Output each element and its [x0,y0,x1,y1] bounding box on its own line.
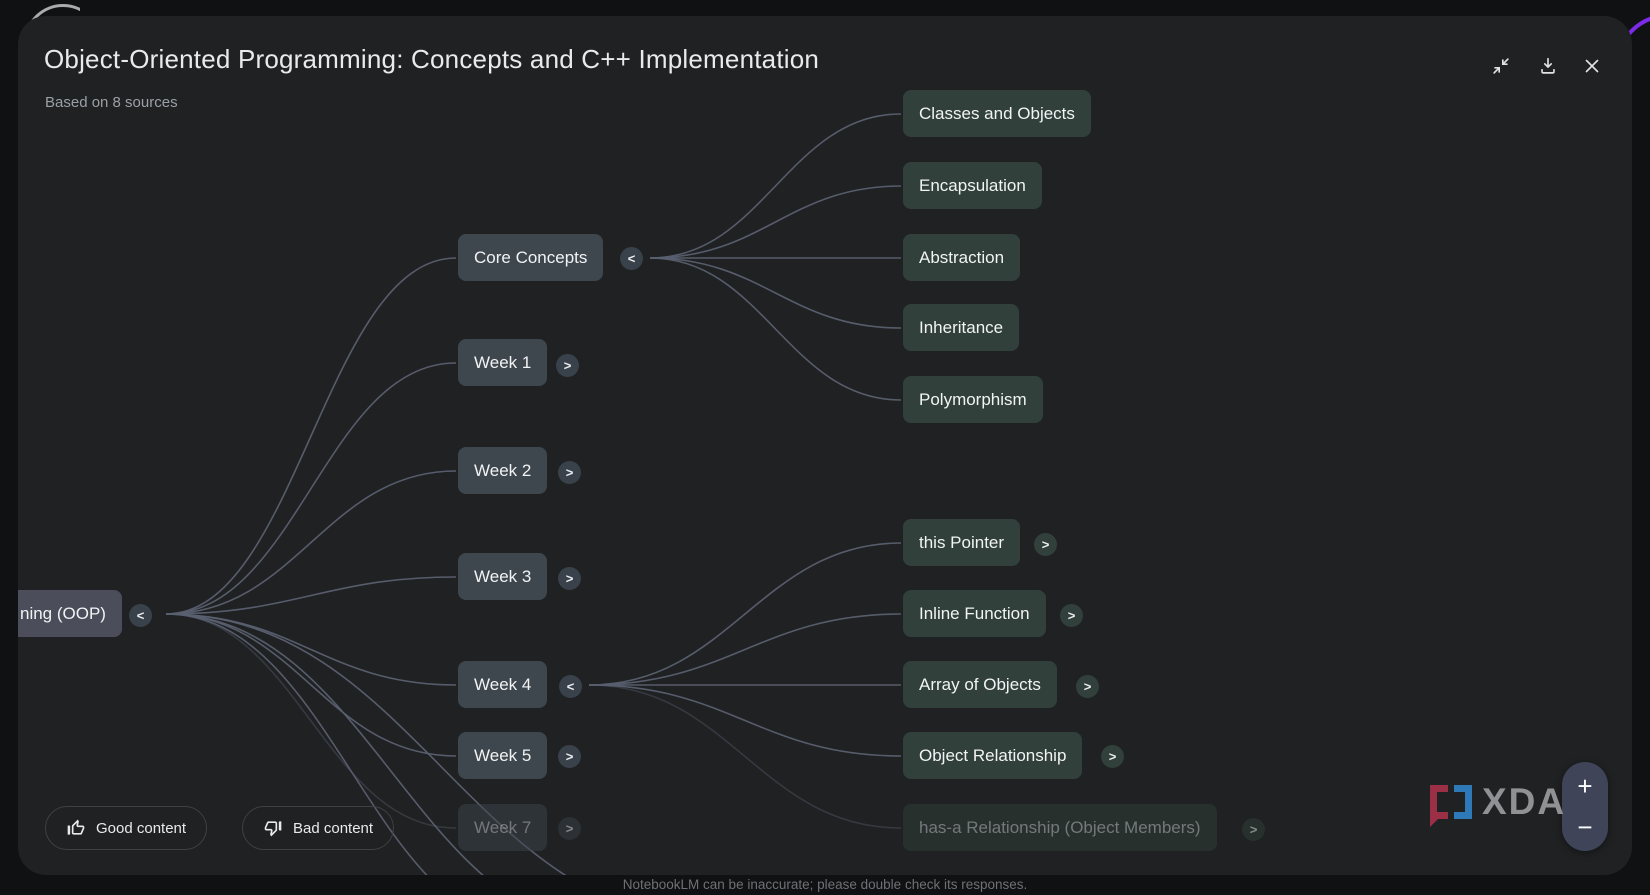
expand-button-week-5[interactable]: > [558,745,581,768]
mindmap-edge [165,613,457,829]
node-week-1[interactable]: Week 1 [458,339,548,386]
node-week-2[interactable]: Week 2 [458,447,548,494]
mindmap-edge [649,113,902,259]
mindmap-edge [165,613,428,875]
collapse-button-core-concepts[interactable]: < [620,247,643,270]
mindmap-edge [649,257,902,401]
good-content-button[interactable]: Good content [45,806,208,850]
exit-fullscreen-button[interactable] [1484,49,1518,83]
mindmap-edge [588,684,902,757]
node-encapsulation[interactable]: Encapsulation [903,162,1042,209]
zoom-in-button[interactable]: + [1577,771,1593,801]
expand-button-object-relationship[interactable]: > [1101,745,1124,768]
exit-fullscreen-icon [1493,58,1509,74]
close-icon [1585,59,1599,73]
node-root-oop[interactable]: ning (OOP) [18,590,122,637]
node-inheritance[interactable]: Inheritance [903,304,1020,351]
node-object-relationship[interactable]: Object Relationship [903,732,1083,779]
node-classes-and-objects[interactable]: Classes and Objects [903,90,1091,137]
node-week-5[interactable]: Week 5 [458,732,548,779]
node-week-7[interactable]: Week 7 [458,804,548,851]
good-content-label: Good content [96,819,187,837]
expand-button-has-a-relationship[interactable]: > [1242,818,1265,841]
thumb-down-icon [264,821,282,837]
mindmap-edge [165,613,457,686]
node-inline-function[interactable]: Inline Function [903,590,1046,637]
expand-button-week-2[interactable]: > [558,461,581,484]
mindmap-edge [165,362,457,615]
expand-button-array-of-objects[interactable]: > [1076,675,1099,698]
download-button[interactable] [1531,49,1565,83]
mindmap-edge [165,470,457,615]
expand-button-week-7[interactable]: > [558,817,581,840]
mindmap-edge [165,613,457,757]
disclaimer-text: NotebookLM can be inaccurate; please dou… [622,877,1028,892]
expand-button-week-3[interactable]: > [558,567,581,590]
bad-content-button[interactable]: Bad content [242,806,395,850]
node-abstraction[interactable]: Abstraction [903,234,1021,281]
mindmap-edge [588,542,902,686]
mindmap-edge [165,257,457,615]
mindmap-edge [165,576,457,615]
expand-button-week-1[interactable]: > [556,354,579,377]
bad-content-label: Bad content [293,819,374,837]
expand-button-this-pointer[interactable]: > [1034,533,1057,556]
node-this-pointer[interactable]: this Pointer [903,519,1021,566]
expand-button-inline-function[interactable]: > [1060,604,1083,627]
collapse-button-root-oop[interactable]: < [129,604,152,627]
collapse-button-week-4[interactable]: < [559,675,582,698]
zoom-out-button[interactable]: − [1577,812,1593,842]
mindmap-edge [588,613,902,686]
download-icon [1541,57,1555,74]
close-button[interactable] [1575,49,1609,83]
mindmap-edge [649,185,902,259]
sources-subtitle: Based on 8 sources [45,94,178,111]
node-has-a-relationship[interactable]: has-a Relationship (Object Members) [903,804,1217,851]
mindmap-edges [165,113,902,875]
mindmap-edge [588,684,902,829]
node-week-3[interactable]: Week 3 [458,553,548,600]
node-core-concepts[interactable]: Core Concepts [458,234,604,281]
thumb-up-icon [67,819,85,835]
mindmap-edge [165,613,567,875]
mindmap-edge [165,613,484,875]
node-array-of-objects[interactable]: Array of Objects [903,661,1057,708]
zoom-controls: + − [1562,762,1608,851]
node-polymorphism[interactable]: Polymorphism [903,376,1043,423]
page-title: Object-Oriented Programming: Concepts an… [44,44,820,74]
mindmap-canvas: ning (OOP) < Core Concepts < Week 1 > Week 2 > W… [18,16,1632,875]
node-week-4[interactable]: Week 4 [458,661,548,708]
mindmap-modal: Object-Oriented Programming: Concepts an… [18,16,1632,875]
mindmap-edge [649,257,902,329]
